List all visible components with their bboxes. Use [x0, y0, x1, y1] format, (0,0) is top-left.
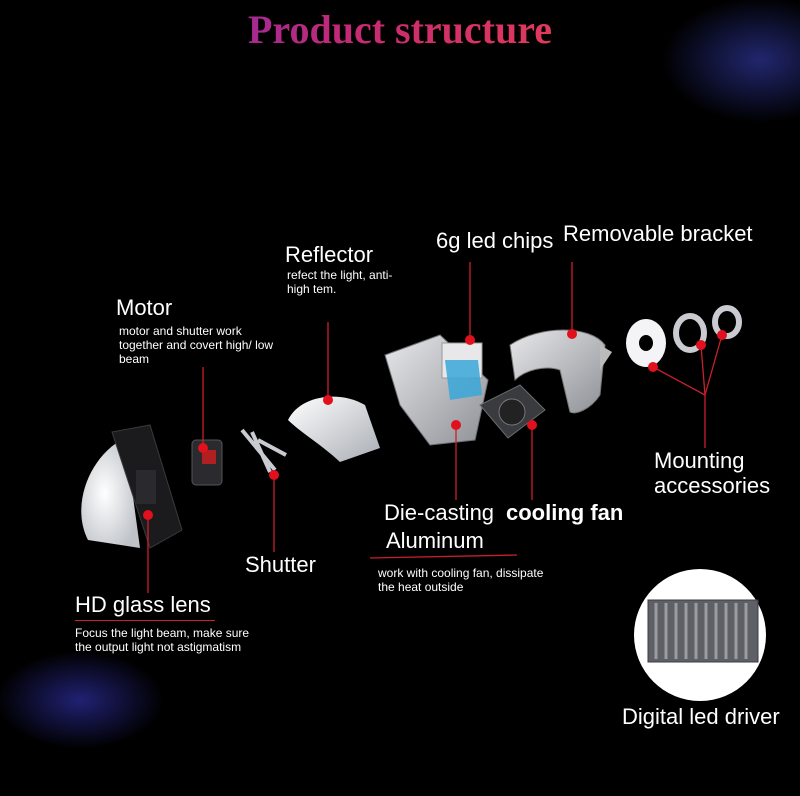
reflector-description: refect the light, anti- high tem. [287, 268, 397, 296]
glass-lens-part [81, 425, 182, 548]
cooling-fan-label: cooling fan [506, 500, 623, 526]
cooling-fan-description: work with cooling fan, dissipate the hea… [378, 566, 558, 594]
led-driver-label: Digital led driver [622, 704, 780, 730]
led-driver-part [634, 569, 766, 701]
die-casting-label: Die-casting [384, 500, 494, 526]
cooling-fan-part [480, 385, 545, 438]
glass-lens-label: HD glass lens [75, 592, 215, 621]
motor-description: motor and shutter work together and cove… [119, 324, 284, 366]
shutter-label: Shutter [245, 552, 316, 578]
mounting-accessories-label: Mounting accessories [654, 448, 794, 498]
glass-lens-description: Focus the light beam, make sure the outp… [75, 626, 250, 654]
led-chips-label: 6g led chips [436, 228, 553, 254]
removable-bracket-label: Removable bracket [563, 221, 753, 247]
aluminum-body-part [385, 335, 488, 445]
motor-label: Motor [116, 295, 172, 321]
reflector-part [288, 397, 380, 462]
reflector-label: Reflector [285, 242, 373, 268]
aluminum-label: Aluminum [386, 528, 484, 554]
shutter-part [242, 430, 286, 472]
